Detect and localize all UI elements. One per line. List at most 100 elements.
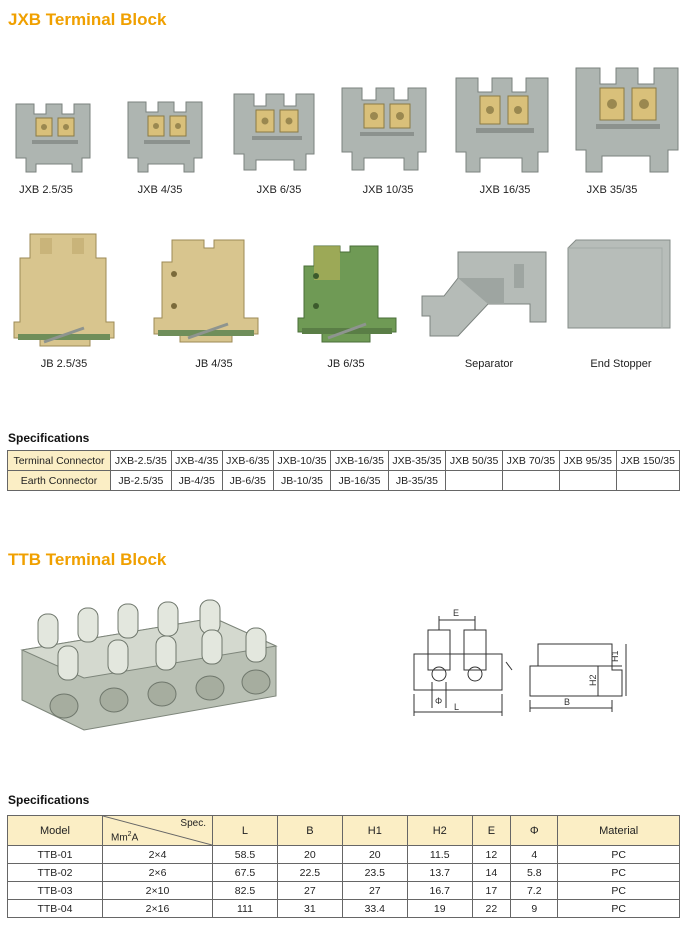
table-cell: 2×16: [102, 899, 213, 918]
table-cell: JB-6/35: [221, 470, 274, 491]
jxb-2-5-image: [12, 98, 94, 176]
table-cell: JXB 95/35: [558, 450, 617, 471]
table-cell: JB-10/35: [272, 470, 332, 491]
spec-header-label: Spec.: [180, 818, 206, 829]
ttb-terminal-block-image: [14, 596, 284, 742]
table-cell: JXB-10/35: [272, 450, 332, 471]
jxb-spec-table: Terminal Connector JXB-2.5/35 JXB-4/35 J…: [7, 450, 681, 491]
jxb-4-caption: JXB 4/35: [137, 184, 183, 196]
jxb-specifications-label: Specifications: [8, 431, 90, 445]
jxb-10-image: [338, 82, 430, 174]
table-cell: 22: [471, 899, 512, 918]
table-cell: 2×10: [102, 881, 213, 900]
separator-image: [418, 248, 550, 342]
spec-header: Spec. Mm2A: [102, 815, 213, 846]
ttb-specifications-label: Specifications: [8, 793, 90, 807]
table-cell: [501, 470, 560, 491]
jb-2-5-caption: JB 2.5/35: [40, 358, 88, 370]
table-cell: JB-4/35: [170, 470, 223, 491]
earth-connector-header: Earth Connector: [7, 470, 111, 491]
jxb-6-caption: JXB 6/35: [256, 184, 302, 196]
table-cell: [558, 470, 617, 491]
jxb-2-5-caption: JXB 2.5/35: [19, 184, 73, 196]
table-cell: 2×4: [102, 845, 213, 864]
table-cell: 111: [212, 899, 278, 918]
b-header: B: [276, 815, 343, 846]
table-row: TTB-04 2×16 111 31 33.4 19 22 9 PC: [7, 899, 680, 918]
table-cell: 9: [510, 899, 559, 918]
e-header: E: [471, 815, 512, 846]
table-cell: JXB-16/35: [330, 450, 389, 471]
table-cell: 12: [471, 845, 512, 864]
diagram-label-phi: Φ: [435, 696, 442, 706]
table-cell: 27: [341, 881, 408, 900]
h2-header: H2: [406, 815, 473, 846]
jxb-35-image: [572, 62, 682, 178]
jxb-section-title: JXB Terminal Block: [8, 10, 167, 29]
table-cell: JB-35/35: [387, 470, 447, 491]
table-cell: 27: [276, 881, 343, 900]
material-header: Material: [557, 815, 680, 846]
table-cell: JXB-4/35: [170, 450, 223, 471]
table-cell: PC: [557, 881, 680, 900]
end-stopper-caption: End Stopper: [590, 358, 652, 370]
jxb-4-image: [124, 96, 206, 176]
table-cell: TTB-03: [7, 881, 103, 900]
jb-6-image: [292, 240, 404, 348]
table-header-row: Model Spec. Mm2A L B H1 H2 E Φ Material: [7, 815, 680, 846]
separator-caption: Separator: [464, 358, 514, 370]
table-cell: 17: [471, 881, 512, 900]
table-row: Earth Connector JB-2.5/35 JB-4/35 JB-6/3…: [7, 470, 681, 491]
table-cell: 19: [406, 899, 473, 918]
phi-header: Φ: [510, 815, 559, 846]
diagram-label-h1: H1: [610, 650, 620, 662]
table-cell: PC: [557, 899, 680, 918]
table-cell: JXB-6/35: [221, 450, 274, 471]
model-header: Model: [7, 815, 103, 846]
table-cell: PC: [557, 863, 680, 882]
jxb-10-caption: JXB 10/35: [362, 184, 414, 196]
table-row: TTB-01 2×4 58.5 20 20 11.5 12 4 PC: [7, 845, 680, 864]
l-header: L: [212, 815, 278, 846]
table-cell: JB-2.5/35: [110, 470, 172, 491]
diagram-label-l: L: [454, 702, 459, 712]
table-cell: JXB-2.5/35: [110, 450, 172, 471]
table-cell: 31: [276, 899, 343, 918]
jb-4-caption: JB 4/35: [195, 358, 233, 370]
table-cell: [615, 470, 681, 491]
table-cell: 13.7: [406, 863, 473, 882]
jb-6-caption: JB 6/35: [327, 358, 365, 370]
table-cell: 14: [471, 863, 512, 882]
mm-header-label: Mm2A: [111, 830, 139, 843]
table-cell: 5.8: [510, 863, 559, 882]
diagram-label-b: B: [564, 697, 570, 707]
table-cell: [445, 470, 503, 491]
jxb-35-caption: JXB 35/35: [586, 184, 638, 196]
table-row: TTB-03 2×10 82.5 27 27 16.7 17 7.2 PC: [7, 881, 680, 900]
table-cell: JXB 150/35: [615, 450, 681, 471]
diagonal-divider: [103, 816, 212, 845]
table-cell: 7.2: [510, 881, 559, 900]
table-cell: 67.5: [212, 863, 278, 882]
table-cell: 22.5: [276, 863, 343, 882]
table-cell: JXB-35/35: [387, 450, 447, 471]
table-cell: JXB 50/35: [445, 450, 503, 471]
table-cell: 33.4: [341, 899, 408, 918]
table-cell: 58.5: [212, 845, 278, 864]
jxb-16-caption: JXB 16/35: [479, 184, 531, 196]
jxb-16-image: [452, 72, 552, 178]
table-cell: JXB 70/35: [501, 450, 560, 471]
terminal-connector-header: Terminal Connector: [7, 450, 111, 471]
end-stopper-image: [562, 236, 676, 334]
h1-header: H1: [341, 815, 408, 846]
jb-4-image: [148, 234, 264, 348]
table-cell: JB-16/35: [330, 470, 389, 491]
table-cell: PC: [557, 845, 680, 864]
table-cell: 16.7: [406, 881, 473, 900]
diagram-label-h2: H2: [588, 674, 598, 686]
table-row: TTB-02 2×6 67.5 22.5 23.5 13.7 14 5.8 PC: [7, 863, 680, 882]
table-cell: 11.5: [406, 845, 473, 864]
table-cell: TTB-02: [7, 863, 103, 882]
table-cell: 4: [510, 845, 559, 864]
table-cell: TTB-04: [7, 899, 103, 918]
